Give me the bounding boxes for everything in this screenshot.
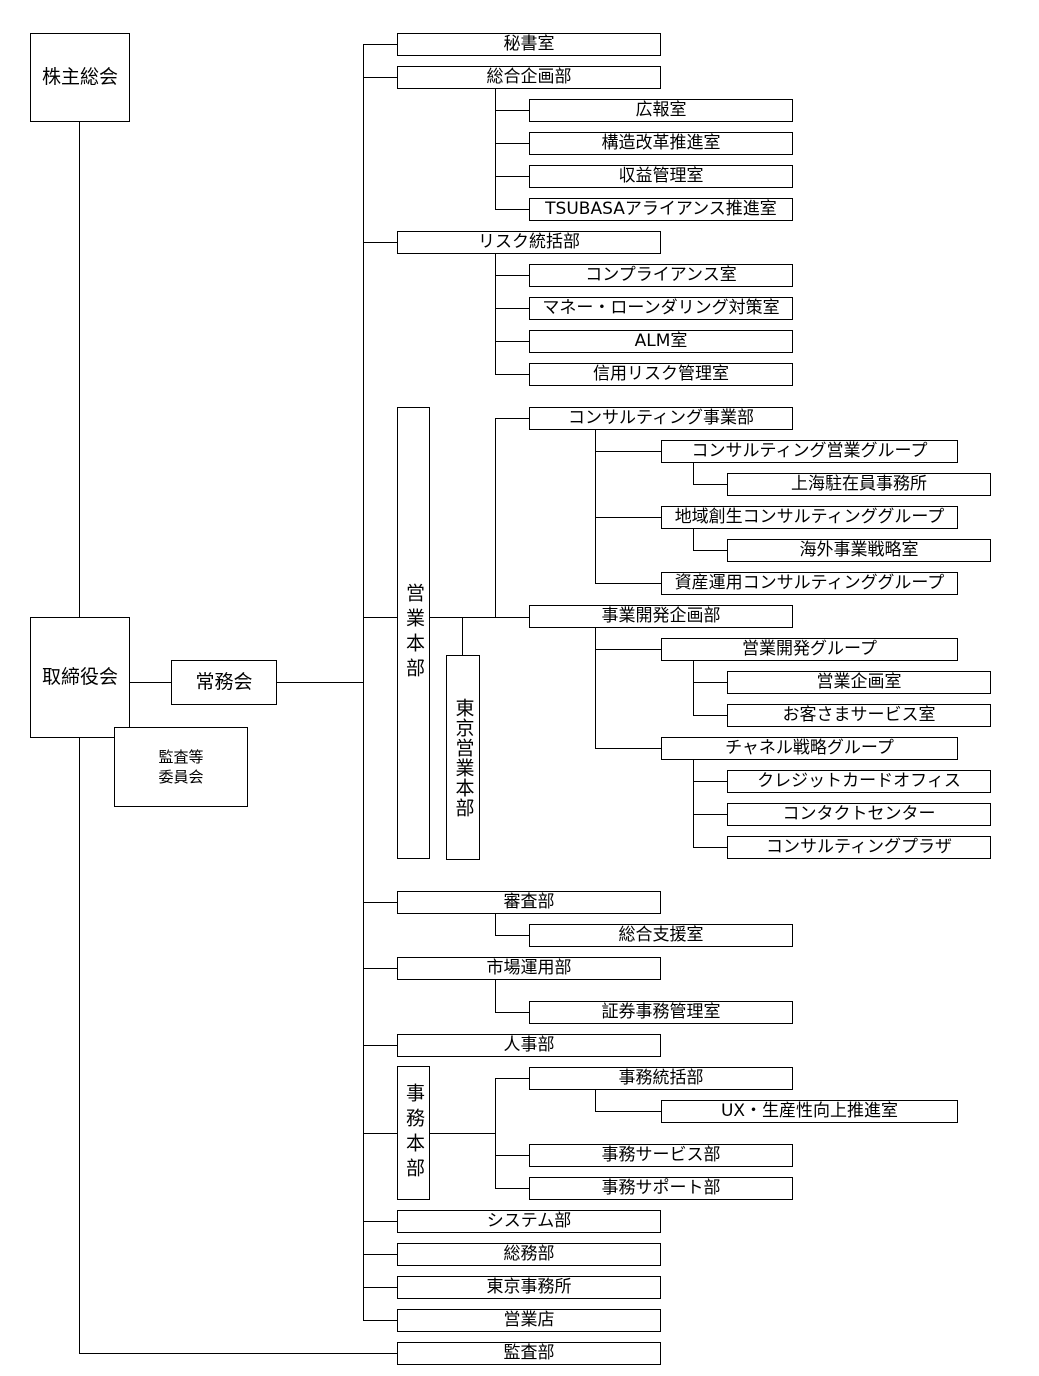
office-ux-productivity: UX・生産性向上推進室	[661, 1100, 958, 1123]
dept-label: コンサルティング事業部	[568, 408, 754, 428]
office-alm: ALM室	[529, 330, 793, 353]
office-label: お客さまサービス室	[782, 705, 936, 725]
dept-label: リスク統括部	[478, 232, 580, 252]
group-label: コンサルティング営業グループ	[691, 441, 928, 461]
office-label: UX・生産性向上推進室	[720, 1101, 899, 1121]
office-label: ALM室	[634, 331, 688, 351]
office-customer-service: お客さまサービス室	[727, 704, 991, 727]
office-label: 上海駐在員事務所	[791, 474, 927, 494]
dept-label: 事業開発企画部	[601, 606, 721, 626]
office-profit-management: 収益管理室	[529, 165, 793, 188]
group-label: 営業開発グループ	[742, 639, 877, 659]
dept-credit-examination: 審査部	[397, 891, 661, 914]
dept-human-resources: 人事部	[397, 1034, 661, 1057]
office-label: コンタクトセンター	[782, 804, 936, 824]
dept-internal-audit: 監査部	[397, 1342, 661, 1365]
dept-secretariat: 秘書室	[397, 33, 661, 56]
office-consulting-plaza: コンサルティングプラザ	[727, 836, 991, 859]
dept-business-development-planning: 事業開発企画部	[529, 605, 793, 628]
dept-label: 事務統括部	[618, 1068, 704, 1088]
office-label: TSUBASAアライアンス推進室	[545, 199, 777, 219]
group-consulting-sales: コンサルティング営業グループ	[661, 440, 958, 463]
dept-corporate-planning: 総合企画部	[397, 66, 661, 89]
office-securities-administration: 証券事務管理室	[529, 1001, 793, 1024]
office-label: 広報室	[635, 100, 687, 120]
group-sales-development: 営業開発グループ	[661, 638, 958, 661]
sales-hq-box: 営業本部	[397, 407, 430, 859]
office-label: 証券事務管理室	[601, 1002, 721, 1022]
dept-label: 総合企画部	[486, 67, 572, 87]
office-label: 信用リスク管理室	[593, 364, 729, 384]
group-asset-management-consulting: 資産運用コンサルティンググループ	[661, 572, 958, 595]
group-regional-revitalization: 地域創生コンサルティンググループ	[661, 506, 958, 529]
office-label: 収益管理室	[618, 166, 704, 186]
board-of-directors-label: 取締役会	[41, 666, 118, 688]
office-comprehensive-support: 総合支援室	[529, 924, 793, 947]
audit-committee-label-line2: 委員会	[158, 768, 204, 786]
dept-operations-service: 事務サービス部	[529, 1144, 793, 1167]
dept-label: 東京事務所	[486, 1277, 572, 1297]
office-aml: マネー・ローンダリング対策室	[529, 297, 793, 320]
dept-branches: 営業店	[397, 1309, 661, 1332]
office-label: 営業企画室	[816, 672, 902, 692]
dept-label: 監査部	[503, 1343, 555, 1363]
office-shanghai: 上海駐在員事務所	[727, 473, 991, 496]
operations-hq-label: 事務本部	[403, 1083, 425, 1183]
dept-label: 事務サポート部	[601, 1178, 721, 1198]
group-label: チャネル戦略グループ	[725, 738, 894, 758]
shareholders-meeting-box: 株主総会	[30, 33, 130, 122]
sales-hq-label: 営業本部	[403, 583, 425, 683]
dept-label: 事務サービス部	[601, 1145, 721, 1165]
office-sales-planning: 営業企画室	[727, 671, 991, 694]
dept-operations-support: 事務サポート部	[529, 1177, 793, 1200]
office-label: クレジットカードオフィス	[757, 771, 961, 791]
dept-operations-control: 事務統括部	[529, 1067, 793, 1090]
tokyo-sales-hq-label: 東京営業本部	[452, 697, 475, 818]
operations-hq-box: 事務本部	[397, 1066, 430, 1200]
dept-systems: システム部	[397, 1210, 661, 1233]
executive-committee-box: 常務会	[171, 660, 277, 705]
audit-committee-label-line1: 監査等	[158, 747, 204, 766]
dept-tokyo-office: 東京事務所	[397, 1276, 661, 1299]
dept-label: システム部	[486, 1211, 572, 1231]
board-of-directors-box: 取締役会	[30, 617, 130, 738]
dept-consulting-business: コンサルティング事業部	[529, 407, 793, 430]
office-pr: 広報室	[529, 99, 793, 122]
dept-label: 審査部	[503, 892, 555, 912]
tokyo-sales-hq-box: 東京営業本部	[446, 655, 480, 860]
office-label: マネー・ローンダリング対策室	[542, 298, 780, 318]
audit-committee-box: 監査等 委員会	[114, 727, 248, 807]
office-credit-risk: 信用リスク管理室	[529, 363, 793, 386]
office-label: コンサルティングプラザ	[766, 837, 952, 857]
shareholders-meeting-label: 株主総会	[41, 66, 118, 88]
office-compliance: コンプライアンス室	[529, 264, 793, 287]
office-label: 海外事業戦略室	[799, 540, 919, 560]
dept-label: 秘書室	[503, 34, 555, 54]
office-overseas-strategy: 海外事業戦略室	[727, 539, 991, 562]
dept-market-operations: 市場運用部	[397, 957, 661, 980]
dept-label: 営業店	[503, 1310, 555, 1330]
office-credit-card: クレジットカードオフィス	[727, 770, 991, 793]
dept-general-affairs: 総務部	[397, 1243, 661, 1266]
dept-risk-management: リスク統括部	[397, 231, 661, 254]
dept-label: 市場運用部	[486, 958, 572, 978]
group-label: 地域創生コンサルティンググループ	[674, 507, 945, 527]
office-label: コンプライアンス室	[585, 265, 737, 285]
dept-label: 総務部	[503, 1244, 555, 1264]
office-structural-reform: 構造改革推進室	[529, 132, 793, 155]
office-label: 構造改革推進室	[601, 133, 721, 153]
group-channel-strategy: チャネル戦略グループ	[661, 737, 958, 760]
office-contact-center: コンタクトセンター	[727, 803, 991, 826]
office-label: 総合支援室	[618, 925, 704, 945]
group-label: 資産運用コンサルティンググループ	[674, 573, 945, 593]
dept-label: 人事部	[503, 1035, 555, 1055]
executive-committee-label: 常務会	[195, 671, 253, 693]
office-tsubasa-alliance: TSUBASAアライアンス推進室	[529, 198, 793, 221]
